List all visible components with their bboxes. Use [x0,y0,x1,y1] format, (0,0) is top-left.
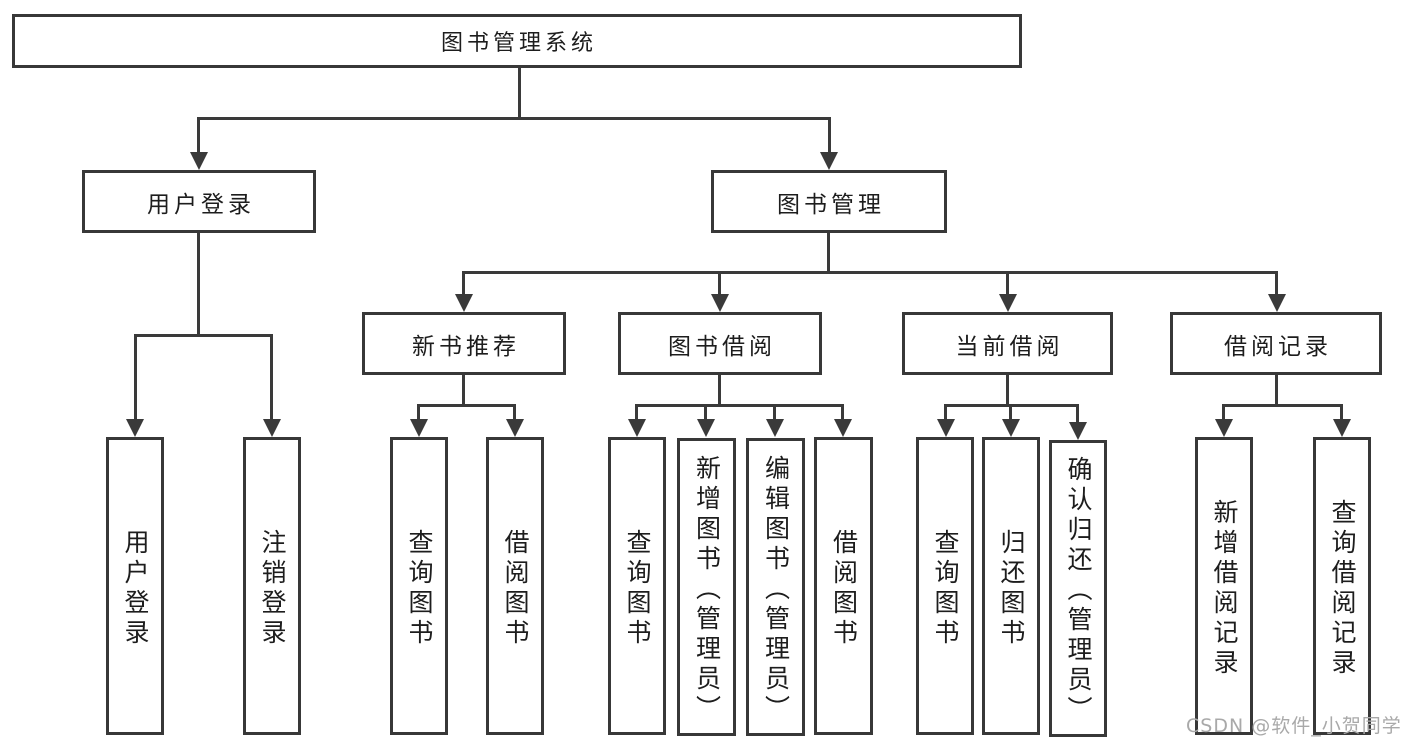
connector-line [134,334,137,420]
leaf-logout: 注销登录 [243,437,301,735]
connector-line [1275,271,1278,297]
node-book-borrowing: 图书借阅 [618,312,822,375]
leaf-user-login: 用户登录 [106,437,164,735]
node-label: 图书管理 [777,191,885,218]
leaf-add-borrow-record: 新增借阅记录 [1195,437,1253,735]
node-label: 编辑图书（管理员） [761,454,791,725]
connector-line [841,404,844,422]
node-label: 图书管理系统 [440,31,597,56]
arrow-down-icon [1002,419,1020,437]
arrow-down-icon [937,419,955,437]
connector-line [635,404,842,407]
connector-line [704,404,707,422]
arrow-down-icon [628,419,646,437]
leaf-borrow-books-2: 借阅图书 [814,437,873,735]
connector-line [462,375,465,407]
connector-line [197,233,200,337]
connector-line [944,404,947,422]
node-label: 图书借阅 [668,333,776,360]
connector-line [1076,404,1079,424]
node-label: 用户登录 [147,191,255,218]
arrow-down-icon [190,152,208,170]
node-label: 当前借阅 [955,333,1064,360]
connector-line [417,404,516,407]
connector-line [1222,404,1225,422]
node-borrowing-records: 借阅记录 [1170,312,1382,375]
arrow-down-icon [455,294,473,312]
connector-line [270,334,273,420]
node-label: 归还图书 [997,528,1026,649]
node-label: 查询图书 [623,528,652,649]
connector-line [417,404,420,422]
node-label: 借阅图书 [501,528,530,649]
connector-line [1006,271,1009,297]
node-label: 查询图书 [931,528,960,649]
arrow-down-icon [834,419,852,437]
arrow-down-icon [1333,419,1351,437]
connector-line [1222,404,1342,407]
node-label: 确认归还（管理员） [1064,456,1093,726]
node-new-book-recommend: 新书推荐 [362,312,566,375]
connector-line [197,117,831,120]
connector-line [718,271,721,297]
arrow-down-icon [506,419,524,437]
arrow-down-icon [1215,419,1233,437]
node-label: 注销登录 [258,528,287,649]
connector-line [462,271,1278,274]
connector-line [1006,375,1009,407]
node-label: 新增借阅记录 [1210,498,1239,679]
node-label: 借阅图书 [829,528,859,649]
leaf-add-books-admin: 新增图书（管理员） [677,438,736,736]
leaf-return-books: 归还图书 [982,437,1040,735]
connector-line [1275,375,1278,407]
leaf-borrow-books-1: 借阅图书 [486,437,544,735]
node-label: 用户登录 [121,528,150,649]
node-label: 查询借阅记录 [1328,498,1357,679]
leaf-confirm-return-admin: 确认归还（管理员） [1049,440,1107,737]
connector-line [197,117,200,155]
node-book-management: 图书管理 [711,170,947,233]
node-label: 新书推荐 [412,333,520,360]
leaf-edit-books-admin: 编辑图书（管理员） [746,438,805,736]
leaf-query-books-3: 查询图书 [916,437,974,735]
connector-line [134,334,273,337]
node-library-management-system: 图书管理系统 [12,14,1022,68]
leaf-query-borrow-record: 查询借阅记录 [1313,437,1371,735]
node-label: 借阅记录 [1224,333,1332,360]
connector-line [462,271,465,297]
connector-line [718,375,721,407]
connector-line [773,404,776,422]
node-label: 新增图书（管理员） [692,454,722,725]
connector-line [828,117,831,155]
connector-line [1340,404,1343,422]
arrow-down-icon [126,419,144,437]
leaf-query-books-1: 查询图书 [390,437,448,735]
arrow-down-icon [263,419,281,437]
node-user-login: 用户登录 [82,170,316,233]
arrow-down-icon [410,419,428,437]
connector-line [827,233,830,274]
connector-line [518,68,521,119]
arrow-down-icon [820,152,838,170]
arrow-down-icon [1069,422,1087,440]
connector-line [513,404,516,422]
connector-line [1009,404,1012,422]
arrow-down-icon [1268,294,1286,312]
arrow-down-icon [999,294,1017,312]
arrow-down-icon [697,419,715,437]
leaf-query-books-2: 查询图书 [608,437,666,735]
arrow-down-icon [766,419,784,437]
arrow-down-icon [711,294,729,312]
node-current-borrowing: 当前借阅 [902,312,1113,375]
connector-line [635,404,638,422]
node-label: 查询图书 [405,528,434,649]
csdn-watermark: CSDN @软件_小贺同学 [1186,715,1402,737]
